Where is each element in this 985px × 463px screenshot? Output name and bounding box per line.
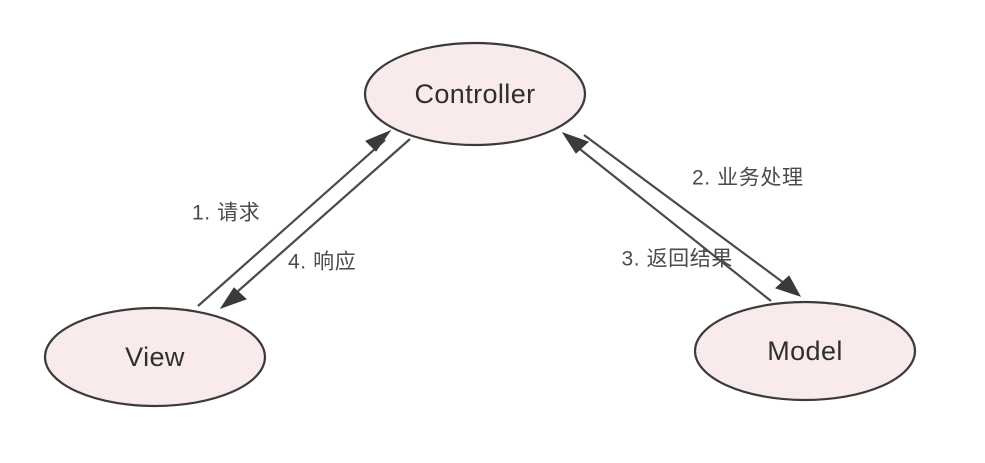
- edge-request-line: [197, 139, 386, 307]
- edge-business[interactable]: 2. 业务处理: [583, 134, 804, 297]
- edge-request-arrowhead: [365, 129, 392, 152]
- node-model[interactable]: Model: [693, 300, 917, 402]
- edge-request[interactable]: 1. 请求: [192, 129, 392, 307]
- edge-result-arrowhead: [561, 132, 589, 154]
- edge-result-line: [570, 141, 772, 302]
- edge-response-line: [227, 138, 411, 301]
- edge-response[interactable]: 4. 响应: [219, 138, 411, 309]
- node-model-ellipse: [693, 300, 917, 402]
- edge-response-label: 4. 响应: [288, 251, 356, 274]
- node-view-label: View: [125, 342, 185, 372]
- edge-result[interactable]: 3. 返回结果: [561, 132, 772, 302]
- node-view-ellipse: [43, 306, 267, 408]
- node-controller[interactable]: Controller: [363, 41, 587, 147]
- node-controller-ellipse: [363, 41, 587, 147]
- edge-business-arrowhead: [775, 275, 802, 297]
- edge-result-label: 3. 返回结果: [621, 248, 733, 271]
- node-controller-label: Controller: [414, 79, 535, 109]
- edge-request-label: 1. 请求: [192, 202, 260, 225]
- edge-response-arrowhead: [219, 287, 247, 309]
- edge-business-line: [583, 134, 793, 290]
- edge-business-label: 2. 业务处理: [692, 167, 804, 190]
- node-view[interactable]: View: [43, 306, 267, 408]
- node-model-label: Model: [767, 336, 843, 366]
